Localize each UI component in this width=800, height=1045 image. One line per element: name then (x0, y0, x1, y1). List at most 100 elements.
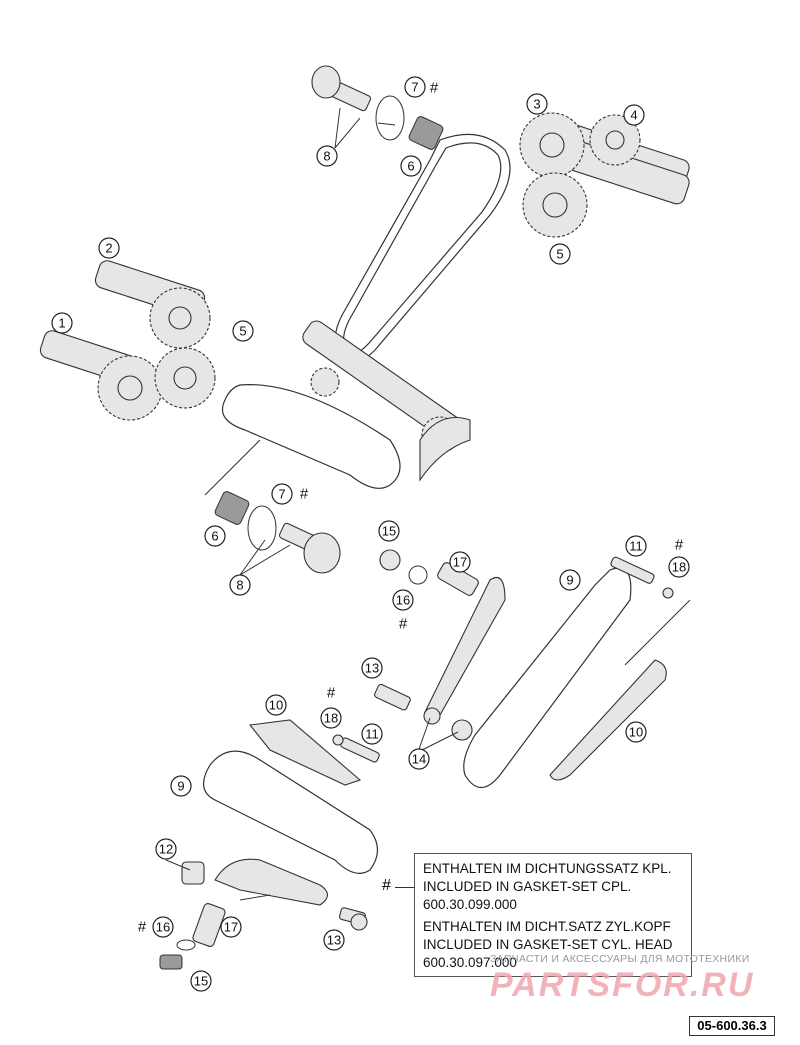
callout-16-lower: 16 (152, 916, 174, 938)
callout-13-upper: 13 (361, 657, 383, 679)
timing-chain-right (463, 567, 632, 789)
svg-text:18: 18 (324, 711, 338, 726)
callout-6-lower: 6 (204, 525, 226, 547)
hash-mark: # (399, 616, 408, 633)
callout-17-upper: 17 (449, 551, 471, 573)
svg-text:14: 14 (412, 752, 426, 767)
hash-mark: # (300, 486, 309, 503)
callout-7-upper: 7 (404, 76, 426, 98)
svg-text:4: 4 (630, 108, 637, 123)
screw-13 (374, 683, 411, 711)
bolt-lower (278, 522, 341, 574)
tensioner-bushing (181, 861, 205, 885)
callout-6-upper: 6 (400, 155, 422, 177)
svg-text:13: 13 (327, 933, 341, 948)
callout-14: 14 (408, 748, 430, 770)
svg-text:7: 7 (411, 80, 418, 95)
svg-text:18: 18 (672, 560, 686, 575)
callout-17-lower: 17 (220, 916, 242, 938)
svg-text:16: 16 (396, 593, 410, 608)
callout-18-right: 18 (668, 556, 690, 578)
legend-hash-marker: # (382, 877, 391, 894)
svg-text:5: 5 (239, 324, 246, 339)
timing-chain-left (203, 750, 379, 874)
callout-7-lower: 7 (271, 483, 293, 505)
svg-text:13: 13 (365, 661, 379, 676)
svg-text:9: 9 (566, 573, 573, 588)
svg-text:7: 7 (278, 487, 285, 502)
svg-text:16: 16 (156, 920, 170, 935)
callout-12: 12 (155, 838, 177, 860)
svg-text:8: 8 (323, 149, 330, 164)
watermark-subtitle: ЗАПЧАСТИ И АКСЕССУАРЫ ДЛЯ МОТОТЕХНИКИ (490, 953, 750, 965)
svg-text:17: 17 (453, 555, 467, 570)
svg-text:15: 15 (194, 974, 208, 989)
tensioner-rail-lower (214, 858, 329, 906)
svg-text:15: 15 (382, 524, 396, 539)
svg-text:11: 11 (365, 727, 379, 742)
callout-15-lower: 15 (190, 970, 212, 992)
hash-mark: # (138, 919, 147, 936)
camshaft-gears-left (39, 260, 216, 421)
svg-text:5: 5 (556, 247, 563, 262)
svg-text:3: 3 (533, 97, 540, 112)
hash-mark: # (430, 80, 439, 97)
svg-text:9: 9 (177, 779, 184, 794)
legend-leader-line (395, 887, 414, 888)
hash-mark: # (327, 685, 336, 702)
crankshaft (302, 320, 471, 482)
svg-text:1: 1 (58, 316, 65, 331)
legend-line: ENTHALTEN IM DICHT.SATZ ZYL.KOPF (423, 919, 671, 934)
o-ring-upper (375, 95, 405, 141)
watermark-logo: PARTSFOR.RU (490, 966, 755, 1004)
callout-8-upper: 8 (316, 145, 338, 167)
camshaft-gears-right (519, 112, 690, 238)
callout-16-upper: 16 (392, 589, 414, 611)
timing-chain-middle (221, 384, 401, 489)
legend-line: INCLUDED IN GASKET-SET CYL. HEAD (423, 937, 673, 952)
callout-15-upper: 15 (378, 520, 400, 542)
svg-text:11: 11 (629, 539, 643, 554)
tensioner-rail-upper (424, 576, 506, 720)
callout-3: 3 (526, 93, 548, 115)
bolt-upper (311, 65, 372, 112)
screw-right (610, 556, 655, 584)
needle-bearing-upper (408, 116, 444, 150)
svg-text:8: 8 (236, 578, 243, 593)
needle-bearing-lower (214, 491, 250, 525)
svg-text:17: 17 (224, 920, 238, 935)
svg-text:12: 12 (159, 842, 173, 857)
o-ring-lower (247, 505, 277, 551)
callout-13-lower: 13 (323, 929, 345, 951)
diagram-reference-number: 05-600.36.3 (689, 1016, 775, 1036)
guide-rail-left (248, 719, 362, 786)
callout-4: 4 (623, 104, 645, 126)
callout-10-right: 10 (625, 721, 647, 743)
callout-11-left: 11 (361, 723, 383, 745)
legend-line: ENTHALTEN IM DICHTUNGSSATZ KPL. (423, 861, 672, 876)
callout-9-left: 9 (170, 775, 192, 797)
legend-part-number: 600.30.099.000 (423, 897, 517, 912)
hash-mark: # (675, 537, 684, 554)
callout-1: 1 (51, 312, 73, 334)
callout-10-left: 10 (265, 694, 287, 716)
svg-text:2: 2 (105, 241, 112, 256)
legend-line: INCLUDED IN GASKET-SET CPL. (423, 879, 632, 894)
plug-upper (379, 549, 401, 571)
callout-9-right: 9 (559, 569, 581, 591)
callout-18-left: 18 (320, 707, 342, 729)
legend-part-number: 600.30.097.000 (423, 955, 517, 970)
callout-5-upper: 5 (549, 243, 571, 265)
svg-text:10: 10 (629, 725, 643, 740)
callout-2: 2 (98, 237, 120, 259)
svg-text:6: 6 (211, 529, 218, 544)
timing-chain-upper (334, 133, 511, 364)
legend-box: ENTHALTEN IM DICHTUNGSSATZ KPL. INCLUDED… (414, 853, 692, 977)
callout-11-right: 11 (625, 535, 647, 557)
callout-8-lower: 8 (229, 574, 251, 596)
guide-rail-right (549, 659, 667, 781)
callout-5-left: 5 (232, 320, 254, 342)
svg-text:10: 10 (269, 698, 283, 713)
